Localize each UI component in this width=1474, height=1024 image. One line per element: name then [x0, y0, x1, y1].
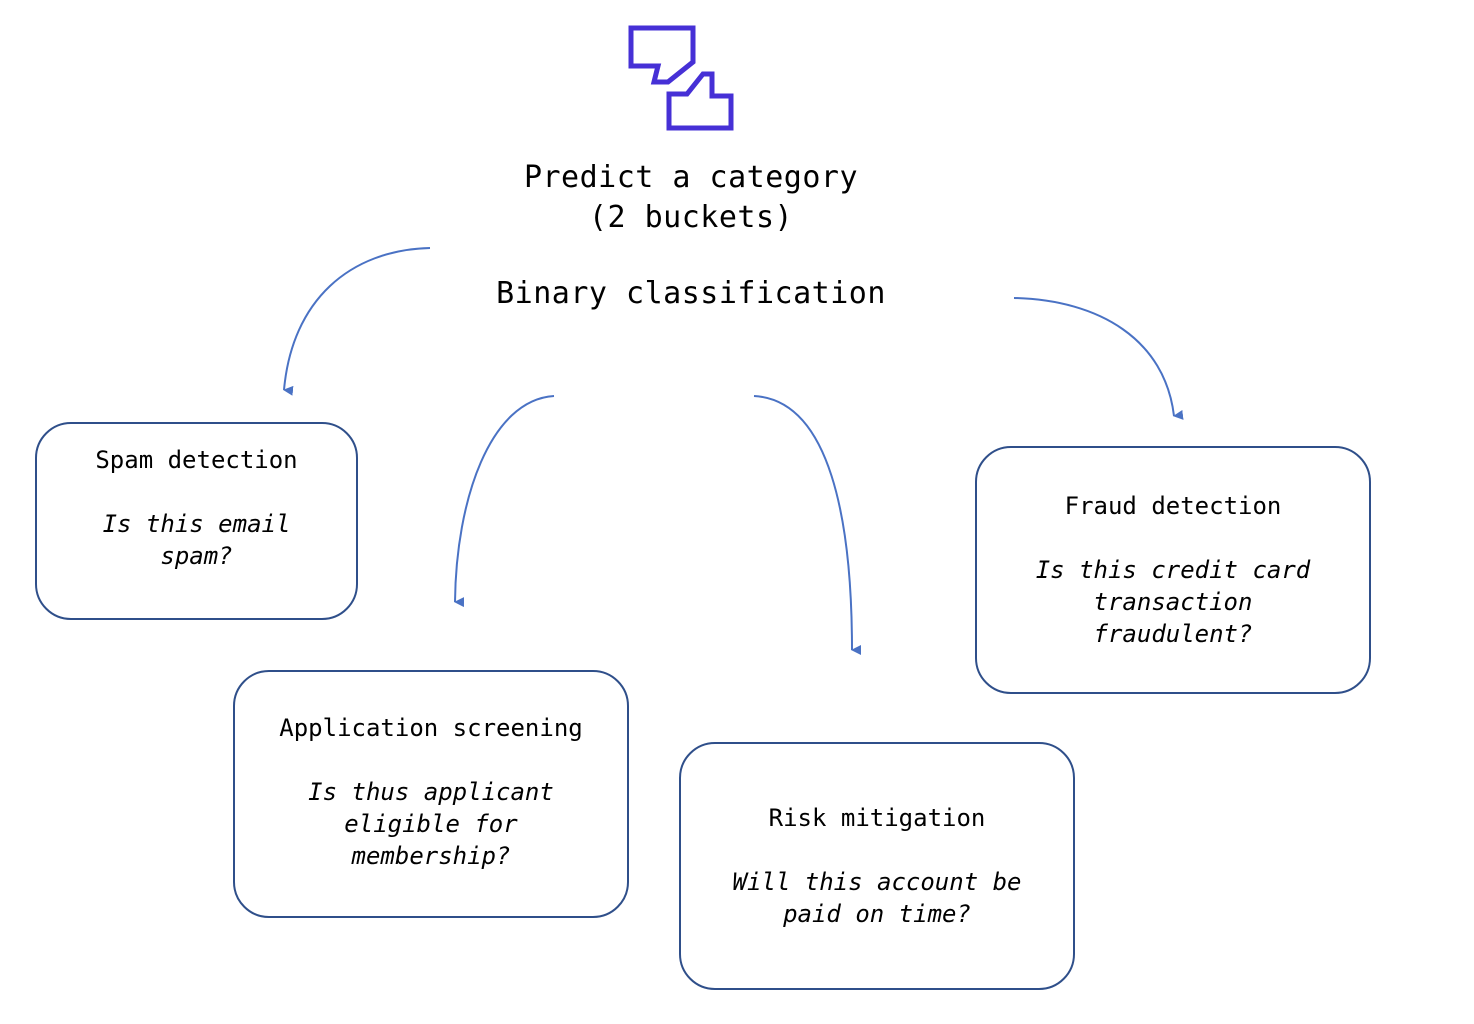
thumbs-up-down-icon	[628, 25, 734, 131]
box-title: Fraud detection	[1064, 492, 1282, 520]
box-question: Is this email spam?	[102, 510, 291, 570]
arrow-to-application-screening	[454, 395, 555, 608]
box-title: Spam detection	[95, 446, 298, 474]
box-fraud-detection: Fraud detection Is this credit card tran…	[975, 446, 1371, 694]
box-title: Risk mitigation	[768, 804, 986, 832]
box-question: Is thus applicant eligible for membershi…	[308, 778, 554, 870]
arrow-to-fraud-detection	[1013, 297, 1184, 420]
box-question: Is this credit card transaction fraudule…	[1035, 556, 1311, 648]
diagram-subheading: Binary classification	[496, 276, 886, 311]
box-question: Will this account be paid on time?	[732, 868, 1022, 928]
box-risk-mitigation: Risk mitigation Will this account be pai…	[679, 742, 1075, 990]
arrow-to-spam-detection	[283, 247, 431, 396]
heading-line-1: Predict a category	[523, 160, 859, 195]
box-title: Application screening	[279, 714, 583, 742]
box-spam-detection: Spam detection Is this email spam?	[35, 422, 358, 620]
heading-line-2: (2 buckets)	[588, 200, 794, 235]
arrow-to-risk-mitigation	[753, 395, 862, 655]
diagram-heading: Predict a category (2 buckets)	[391, 158, 991, 238]
box-application-screening: Application screening Is thus applicant …	[233, 670, 629, 918]
